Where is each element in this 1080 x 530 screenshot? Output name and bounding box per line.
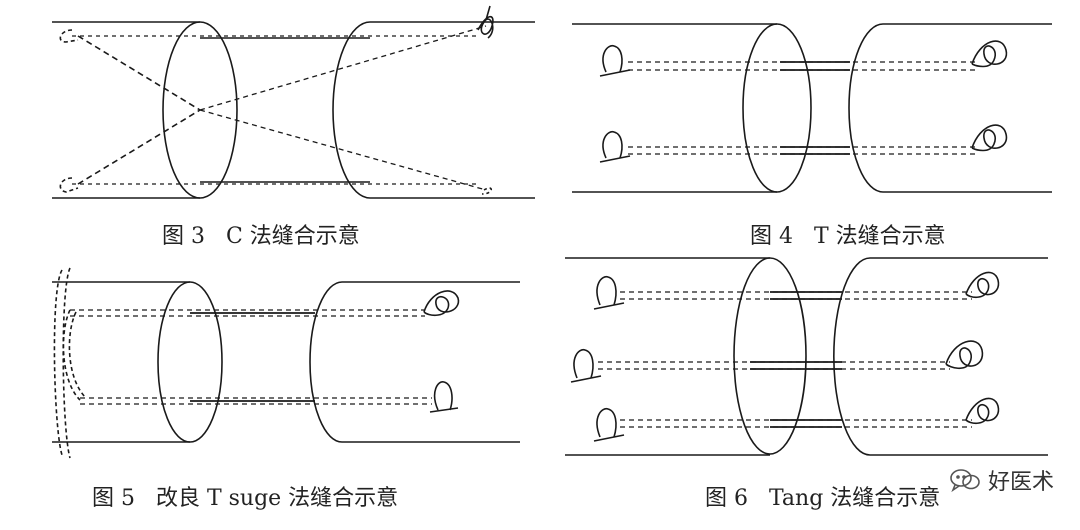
tendon-stump-right (833, 257, 1048, 456)
figure-4-caption: 图 4 T 法缝合示意 (750, 224, 946, 249)
tendon-stump-right (332, 21, 535, 199)
suture-knot (945, 271, 1000, 425)
figure-5-diagram (52, 267, 520, 459)
suture-knot (477, 5, 494, 39)
suture-knot (971, 40, 1008, 152)
figure-4-diagram (572, 23, 1052, 193)
figure-6-caption: 图 6 Tang 法缝合示意 (705, 486, 941, 511)
tendon-stump-right (848, 23, 1052, 193)
tendon-stump-left (52, 281, 223, 443)
figure-3-diagram (52, 5, 535, 199)
watermark-text: 好医术 (987, 470, 1054, 495)
figure-5-caption: 图 5 改良 T suge 法缝合示意 (92, 486, 399, 511)
tendon-stump-left (565, 257, 807, 456)
suture-line (599, 45, 975, 163)
tendon-stump-right (309, 281, 520, 443)
figure-6-diagram (565, 257, 1048, 456)
tendon-stump-left (52, 21, 238, 199)
suture-line (59, 25, 493, 195)
suture-line (53, 267, 432, 459)
tendon-stump-left (572, 23, 812, 193)
watermark: 好医术 (948, 464, 1054, 496)
suture-line (570, 276, 972, 442)
figure-3-caption: 图 3 C 法缝合示意 (162, 224, 360, 249)
suture-knot (423, 290, 460, 413)
wechat-icon (950, 469, 980, 493)
